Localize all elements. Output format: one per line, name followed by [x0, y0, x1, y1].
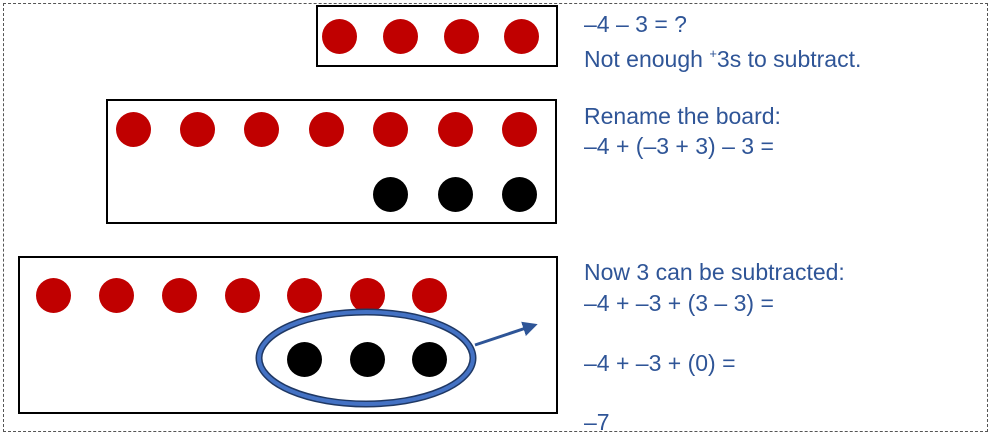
step1-equation: –4 – 3 = ?	[584, 11, 687, 37]
counter-board-1	[316, 5, 558, 67]
pointer-arrow	[474, 321, 538, 347]
positive-counter	[350, 278, 385, 313]
step3-equation-2: –4 + –3 + (0) =	[584, 350, 736, 376]
positive-counter	[309, 112, 344, 147]
step3-equation-1: –4 + –3 + (3 – 3) =	[584, 290, 774, 316]
positive-counter	[244, 112, 279, 147]
negative-counter	[502, 177, 537, 212]
negative-counter	[412, 342, 447, 377]
diagram-frame	[3, 3, 988, 432]
positive-sign-superscript: +	[709, 46, 717, 61]
positive-counter	[225, 278, 260, 313]
negative-counter	[373, 177, 408, 212]
positive-counter	[383, 19, 418, 54]
positive-counter	[116, 112, 151, 147]
positive-counter	[444, 19, 479, 54]
positive-counter	[373, 112, 408, 147]
step2-heading: Rename the board:	[584, 103, 781, 129]
step1-note: Not enough +3s to subtract.	[584, 40, 861, 73]
step1-note-before: Not enough	[584, 46, 710, 72]
positive-counter	[502, 112, 537, 147]
step1-note-after: 3s to subtract.	[716, 46, 862, 72]
positive-counter	[438, 112, 473, 147]
positive-counter	[99, 278, 134, 313]
negative-counter	[438, 177, 473, 212]
positive-counter	[162, 278, 197, 313]
step3-result: –7	[584, 409, 610, 435]
positive-counter	[287, 278, 322, 313]
negative-counter	[350, 342, 385, 377]
positive-counter	[36, 278, 71, 313]
step3-heading: Now 3 can be subtracted:	[584, 259, 845, 285]
positive-counter	[504, 19, 539, 54]
step2-equation: –4 + (–3 + 3) – 3 =	[584, 133, 774, 159]
counter-board-2	[106, 99, 557, 224]
positive-counter	[180, 112, 215, 147]
highlight-ellipse-inner	[257, 310, 475, 406]
positive-counter	[322, 19, 357, 54]
positive-counter	[412, 278, 447, 313]
negative-counter	[287, 342, 322, 377]
